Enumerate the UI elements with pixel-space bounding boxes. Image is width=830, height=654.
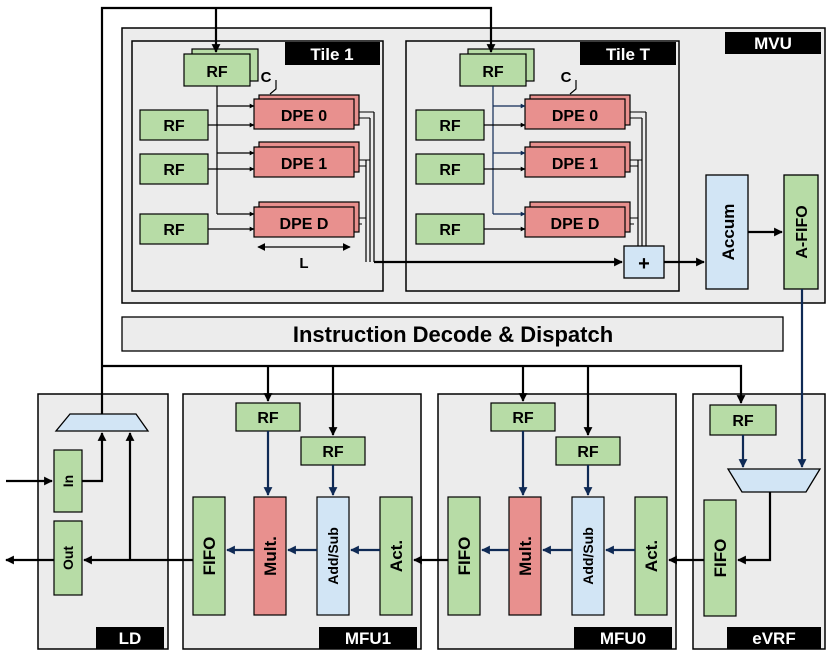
svg-text:RF: RF: [482, 64, 504, 81]
svg-text:RF: RF: [322, 444, 344, 461]
mfu0-label: MFU0: [600, 629, 646, 648]
mvu-label: MVU: [754, 34, 792, 53]
mfu0-rf-2: [555, 436, 621, 466]
tile-t-dpe-1: [524, 146, 626, 178]
mfu0-rf-1: [490, 402, 556, 432]
tile-t-rf-top: [459, 53, 527, 87]
svg-text:FIFO: FIFO: [455, 537, 474, 576]
mfu0-add-sub: [571, 496, 605, 616]
tile-t-c-label: C: [561, 69, 572, 86]
ld-out: [53, 520, 83, 596]
svg-text:Add/Sub: Add/Sub: [325, 527, 341, 585]
svg-text:Accum: Accum: [719, 204, 738, 261]
tile-1-label: Tile 1: [310, 45, 353, 64]
svg-text:Mult.: Mult.: [516, 536, 535, 576]
svg-text:RF: RF: [439, 162, 461, 179]
mfu1-rf-1: [235, 402, 301, 432]
ld-label: LD: [119, 629, 142, 648]
mfu1-rf-2: [300, 436, 366, 466]
evrf-rf: [709, 404, 777, 436]
mfu0-act: [634, 496, 668, 616]
tile-1-dpe-d: [253, 206, 355, 238]
svg-text:RF: RF: [163, 222, 185, 239]
mfu1-block: MFU1 RF RF FIFO Mult. Add/Sub Act.: [182, 393, 422, 650]
svg-text:RF: RF: [577, 444, 599, 461]
svg-text:Instruction Decode & Dispatch: Instruction Decode & Dispatch: [293, 322, 613, 347]
svg-text:DPE 1: DPE 1: [552, 156, 598, 173]
svg-text:RF: RF: [206, 64, 228, 81]
mfu1-fifo: [192, 496, 226, 616]
instruction-decode-block: [121, 316, 784, 352]
a-fifo-block: [783, 174, 819, 290]
adder: [623, 245, 665, 279]
svg-text:RF: RF: [439, 222, 461, 239]
svg-text:In: In: [60, 475, 76, 487]
evrf-label: eVRF: [752, 629, 795, 648]
svg-text:RF: RF: [439, 118, 461, 135]
tile-1-dpe-1: [253, 146, 355, 178]
svg-text:Act.: Act.: [642, 540, 661, 572]
svg-text:DPE 1: DPE 1: [281, 156, 327, 173]
tile-t-rf-0: [415, 109, 485, 141]
svg-text:+: +: [638, 253, 650, 275]
evrf-mux: [726, 468, 822, 493]
svg-text:DPE D: DPE D: [551, 216, 600, 233]
svg-text:FIFO: FIFO: [200, 537, 219, 576]
tile-1-rf-2: [139, 213, 209, 245]
mfu1-label: MFU1: [345, 629, 391, 648]
ld-block: LD In Out: [37, 393, 169, 650]
mfu0-mult: [508, 496, 542, 616]
svg-text:RF: RF: [163, 118, 185, 135]
ld-mux: [54, 413, 150, 432]
tile-1: Tile 1 RF C RF RF RF DPE 0 DPE 1 DPE D L: [131, 40, 384, 292]
svg-text:Add/Sub: Add/Sub: [580, 527, 596, 585]
tile-t-dpe-d: [524, 206, 626, 238]
svg-text:RF: RF: [512, 410, 534, 427]
svg-text:DPE 0: DPE 0: [552, 108, 598, 125]
mfu1-mult: [253, 496, 287, 616]
mfu0-fifo: [447, 496, 481, 616]
svg-text:Mult.: Mult.: [261, 536, 280, 576]
tile-1-rf-0: [139, 109, 209, 141]
accum-block: [705, 174, 749, 290]
svg-text:RF: RF: [257, 410, 279, 427]
ld-in: [53, 449, 83, 513]
svg-text:RF: RF: [732, 413, 754, 430]
evrf-block: eVRF RF FIFO: [692, 289, 826, 650]
mfu1-add-sub: [316, 496, 350, 616]
tile-1-rf-top: [183, 53, 251, 87]
tile-t-dpe-0: [524, 98, 626, 130]
svg-text:FIFO: FIFO: [711, 539, 730, 578]
svg-text:Out: Out: [60, 546, 76, 570]
tile-1-c-label: C: [261, 69, 272, 86]
tile-t-rf-1: [415, 153, 485, 185]
evrf-fifo: [703, 499, 737, 617]
tile-t-label: Tile T: [606, 45, 651, 64]
svg-text:DPE D: DPE D: [280, 216, 329, 233]
svg-text:DPE 0: DPE 0: [281, 108, 327, 125]
svg-text:Act.: Act.: [387, 540, 406, 572]
tile-t-rf-2: [415, 213, 485, 245]
mfu1-act: [379, 496, 413, 616]
mfu0-block: MFU0 RF RF FIFO Mult. Add/Sub Act.: [437, 393, 677, 650]
tile-1-dpe-0: [253, 98, 355, 130]
svg-text:RF: RF: [163, 162, 185, 179]
svg-text:A-FIFO: A-FIFO: [794, 205, 811, 258]
tile-1-l-label: L: [299, 255, 308, 272]
